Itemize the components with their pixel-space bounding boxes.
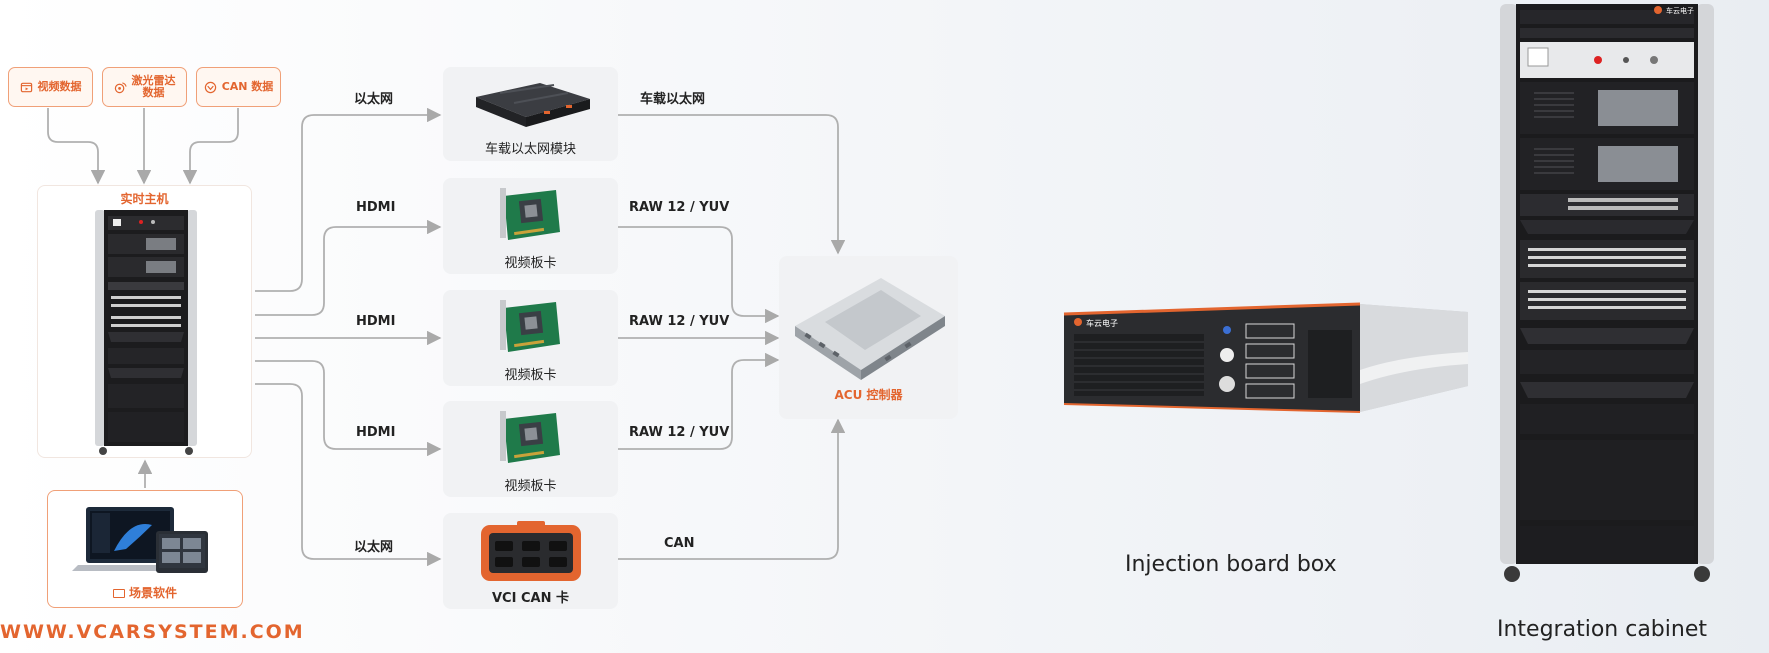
- integration-cabinet-caption: Integration cabinet: [1497, 617, 1707, 642]
- injection-board-box-caption: Injection board box: [1125, 552, 1337, 577]
- software-label: 场景软件: [128, 586, 177, 600]
- source-can-data: CAN 数据: [196, 67, 281, 107]
- module-caption: 车载以太网模块: [484, 142, 576, 157]
- ethernet-module-panel: 车载以太网模块: [443, 67, 618, 161]
- arrow-video1-to-acu: [618, 226, 780, 324]
- injection-board-box-image: 车云电子: [1063, 302, 1468, 413]
- realtime-host-panel: 实时主机: [37, 185, 252, 458]
- arrow-ethernet-to-acu: [618, 114, 846, 255]
- source-lidar-data: 激光雷达 数据: [102, 67, 187, 107]
- source-label: 激光雷达 数据: [131, 74, 176, 99]
- arrow-can-data: [182, 108, 239, 185]
- injection-box-brand: 车云电子: [1086, 318, 1118, 328]
- video-icon: [20, 82, 32, 92]
- host-title: 实时主机: [120, 192, 169, 206]
- vci-can-card-panel: VCI CAN 卡: [443, 513, 618, 609]
- ethernet-module-image: [476, 83, 590, 127]
- label-hdmi-1: HDMI: [356, 200, 396, 215]
- module-caption: VCI CAN 卡: [492, 591, 569, 606]
- acu-controller-panel: ACU 控制器: [779, 256, 958, 419]
- acu-caption: ACU 控制器: [834, 388, 903, 402]
- host-rack-image: [95, 210, 197, 455]
- video-card-3-panel: 视频板卡: [443, 401, 618, 497]
- label-ethernet-vci: 以太网: [354, 540, 394, 555]
- acu-controller-image: [795, 278, 945, 380]
- can-icon: [204, 81, 216, 93]
- arrow-vci-to-acu: [618, 418, 846, 560]
- module-caption: 视频板卡: [504, 256, 557, 271]
- module-caption: 视频板卡: [504, 479, 557, 494]
- module-caption: 视频板卡: [504, 368, 557, 383]
- cabinet-brand: 车云电子: [1666, 6, 1694, 15]
- video-card-1-panel: 视频板卡: [443, 178, 618, 274]
- software-devices-image: [72, 507, 208, 573]
- source-label: CAN 数据: [221, 80, 274, 93]
- label-can: CAN: [664, 536, 695, 551]
- video-card-2-panel: 视频板卡: [443, 290, 618, 386]
- label-raw-yuv-2: RAW 12 / YUV: [629, 314, 730, 329]
- label-raw-yuv-1: RAW 12 / YUV: [629, 200, 730, 215]
- arrow-host-to-vci: [255, 383, 442, 567]
- label-hdmi-3: HDMI: [356, 425, 396, 440]
- scene-software-panel: 场景软件: [47, 490, 243, 608]
- monitor-icon: [112, 589, 125, 598]
- vci-can-card-image: [481, 521, 581, 581]
- arrow-video-data: [47, 108, 106, 185]
- arrow-host-to-video3: [255, 360, 442, 457]
- integration-cabinet-image: 车云电子: [1500, 4, 1714, 582]
- arrow-host-to-video1: [255, 219, 442, 316]
- label-raw-yuv-3: RAW 12 / YUV: [629, 425, 730, 440]
- video-card-2-image: [500, 300, 560, 352]
- label-vehicle-ethernet: 车载以太网: [640, 92, 706, 107]
- video-card-1-image: [500, 188, 560, 240]
- website-url: WWW.VCARSYSTEM.COM: [0, 621, 305, 643]
- label-ethernet-in: 以太网: [354, 92, 394, 107]
- arrow-video3-to-acu: [618, 352, 780, 450]
- source-video-data: 视频数据: [8, 67, 93, 107]
- software-caption: 场景软件: [48, 584, 242, 601]
- label-hdmi-2: HDMI: [356, 314, 396, 329]
- radar-icon: [114, 81, 127, 93]
- video-card-3-image: [500, 411, 560, 463]
- arrow-host-to-ethernet: [255, 107, 442, 292]
- source-label: 视频数据: [37, 80, 82, 93]
